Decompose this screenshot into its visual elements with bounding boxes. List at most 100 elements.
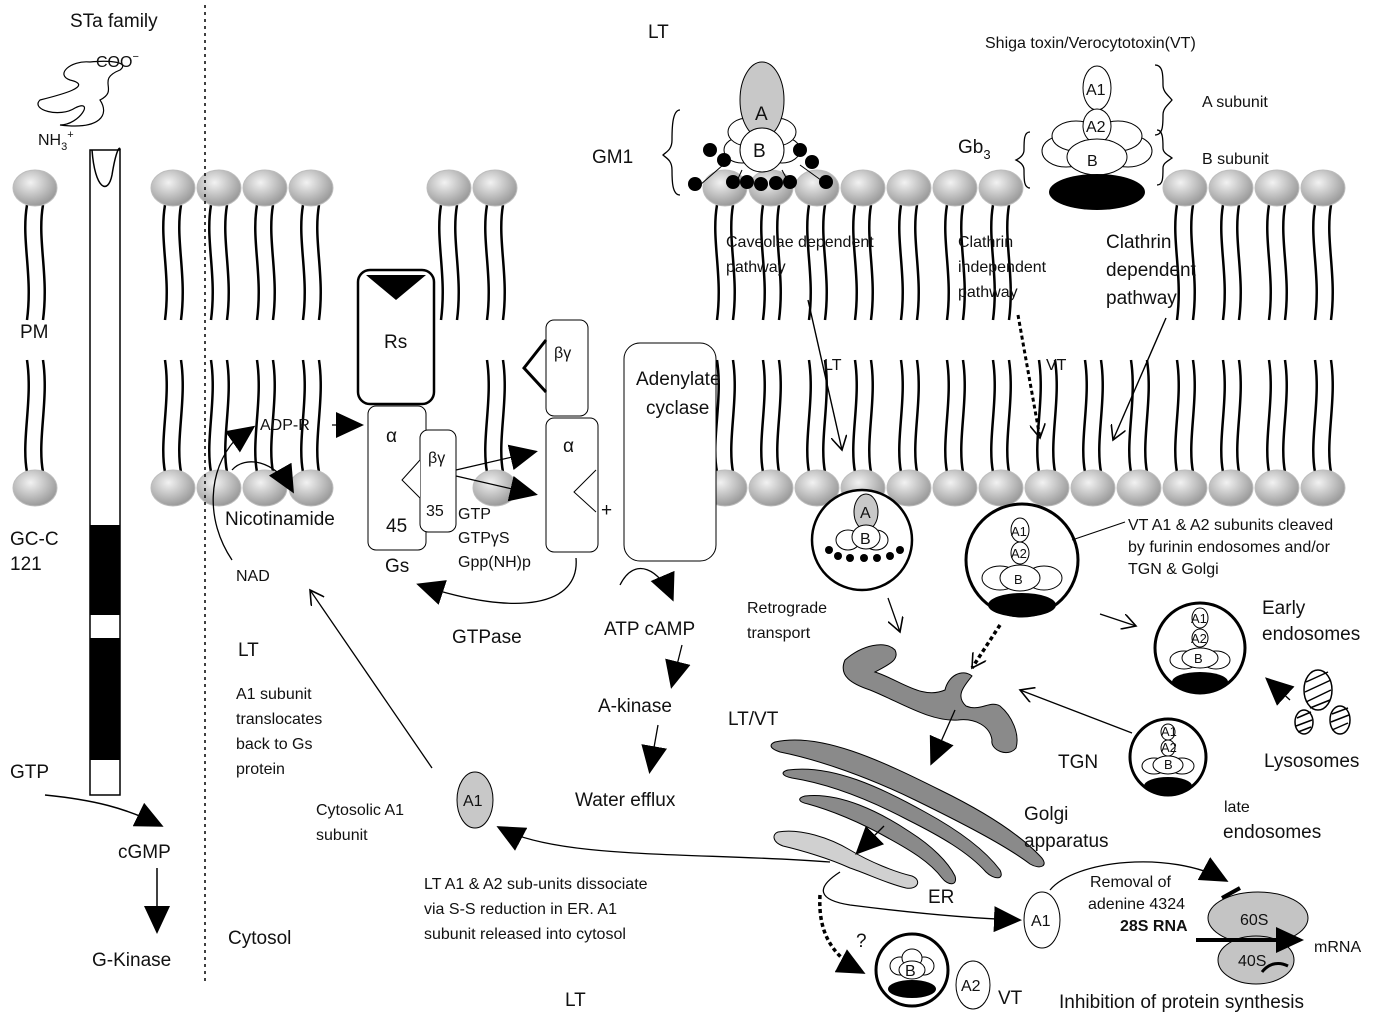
svg-text:A2: A2 [1191, 631, 1207, 646]
gcc-receptor [90, 148, 120, 795]
nicotinamide-label: Nicotinamide [225, 509, 335, 530]
lipid-tail [807, 360, 810, 472]
ribosome: 60S 40S [1208, 888, 1308, 984]
svg-text:A1: A1 [1086, 82, 1106, 99]
lipid-tail [41, 205, 44, 320]
lt-bottom-label: LT [565, 990, 586, 1011]
vt-cleaved-1: VT A1 & A2 subunits cleaved [1128, 517, 1333, 534]
lipid-tail [715, 205, 718, 320]
lipid-head [1301, 170, 1345, 206]
lipid-head [979, 470, 1023, 506]
lipid-head [933, 470, 977, 506]
clathrin-indep-arrow [1018, 315, 1040, 438]
gcc-label: GC-C [10, 529, 59, 550]
gm1-brace [663, 110, 680, 195]
b-subunit-label: B subunit [1202, 151, 1269, 168]
svg-text:B: B [1194, 651, 1203, 666]
svg-text:60S: 60S [1240, 912, 1268, 929]
lipid-head [1255, 470, 1299, 506]
golgi-label-2: apparatus [1024, 831, 1109, 852]
lipid-head [289, 170, 333, 206]
lipid-tail [1283, 205, 1286, 320]
lipid-head [1071, 470, 1115, 506]
tgn [843, 645, 1017, 753]
clathrin-indep-label-2: independent [958, 259, 1047, 276]
dissociate-3: subunit released into cytosol [424, 926, 626, 943]
golgi-apparatus [771, 740, 1044, 884]
removal-label-2: adenine 4324 [1088, 896, 1185, 913]
svg-text:40S: 40S [1238, 953, 1266, 970]
lipid-tail [1007, 360, 1010, 472]
lipid-tail [485, 360, 488, 472]
lipid-head [1209, 470, 1253, 506]
gtp-list-3: Gpp(NH)p [458, 554, 531, 571]
lipid-tail [915, 205, 918, 320]
lipid-head [1025, 470, 1069, 506]
lipid-head [749, 470, 793, 506]
lipid-head [1255, 170, 1299, 206]
lipid-tail [961, 360, 964, 472]
lipid-tail [225, 205, 228, 320]
lipid-head [1117, 470, 1161, 506]
svg-text:A: A [755, 104, 768, 125]
lipid-tail [485, 205, 488, 320]
adpr-label: ADP-R [260, 417, 310, 434]
svg-text:βγ: βγ [554, 345, 571, 362]
a-subunit-brace [1155, 65, 1172, 135]
clathrin-indep-label-1: Clathrin [958, 234, 1013, 251]
lipid-tail [225, 360, 228, 472]
lipid-head [1301, 470, 1345, 506]
lipid-tail [209, 205, 212, 320]
vt-arrow-label: VT [1046, 357, 1067, 374]
lipid-tail [255, 205, 258, 320]
lipid-tail [869, 360, 872, 472]
dissociate-1: LT A1 & A2 sub-units dissociate [424, 876, 648, 893]
lipid-tail [1221, 360, 1224, 472]
lipid-tail [899, 360, 902, 472]
cytosolic-a1-1: Cytosolic A1 [316, 802, 404, 819]
nad-label: NAD [236, 568, 270, 585]
lipid-head [473, 170, 517, 206]
lipid-tail [1221, 205, 1224, 320]
lipid-head [151, 470, 195, 506]
svg-text:cyclase: cyclase [646, 398, 709, 419]
svg-text:A1: A1 [463, 793, 483, 810]
gcc-number: 121 [10, 554, 42, 575]
lt-top-label: LT [648, 22, 669, 43]
lipid-tail [991, 360, 994, 472]
gb3-label: Gb3 [958, 137, 991, 162]
removal-label-1: Removal of [1090, 874, 1171, 891]
lipid-tail [1145, 360, 1148, 472]
lipid-tail [163, 360, 166, 472]
lipid-head [197, 470, 241, 506]
lipid-tail [501, 360, 504, 472]
lipid-tail [777, 360, 780, 472]
early-endosome: A1 A2 B [1155, 603, 1245, 693]
svg-text:+: + [601, 500, 612, 521]
dissociate-2: via S-S reduction in ER. A1 [424, 901, 617, 918]
mrna-label: mRNA [1314, 939, 1361, 956]
cgmp-label: cGMP [118, 842, 171, 863]
sta-family-label: STa family [70, 11, 158, 32]
lipid-tail [455, 205, 458, 320]
lt-endosome: A B [812, 490, 912, 590]
svg-text:A2: A2 [1161, 740, 1177, 755]
svg-text:35: 35 [426, 503, 444, 520]
lt-endosome-to-tgn-arrow [888, 598, 900, 632]
lipid-tail [25, 360, 28, 472]
lipid-head [703, 170, 747, 206]
lt-arrow-label: LT [824, 357, 842, 374]
a2-subunit: A2 [956, 961, 990, 1009]
cytosol-label: Cytosol [228, 928, 291, 949]
lipid-tail [899, 205, 902, 320]
adenylate-cyclase: Adenylate cyclase [624, 343, 721, 561]
svg-text:B: B [1087, 153, 1098, 170]
early-endosomes-label-2: endosomes [1262, 624, 1360, 645]
clathrin-dep-label-3: pathway [1106, 288, 1177, 309]
lipid-head [979, 170, 1023, 206]
late-endosome: A1 A2 B [1130, 719, 1206, 795]
svg-text:B: B [860, 531, 871, 548]
lipid-head [933, 170, 977, 206]
cyclase-arrow [620, 569, 672, 598]
